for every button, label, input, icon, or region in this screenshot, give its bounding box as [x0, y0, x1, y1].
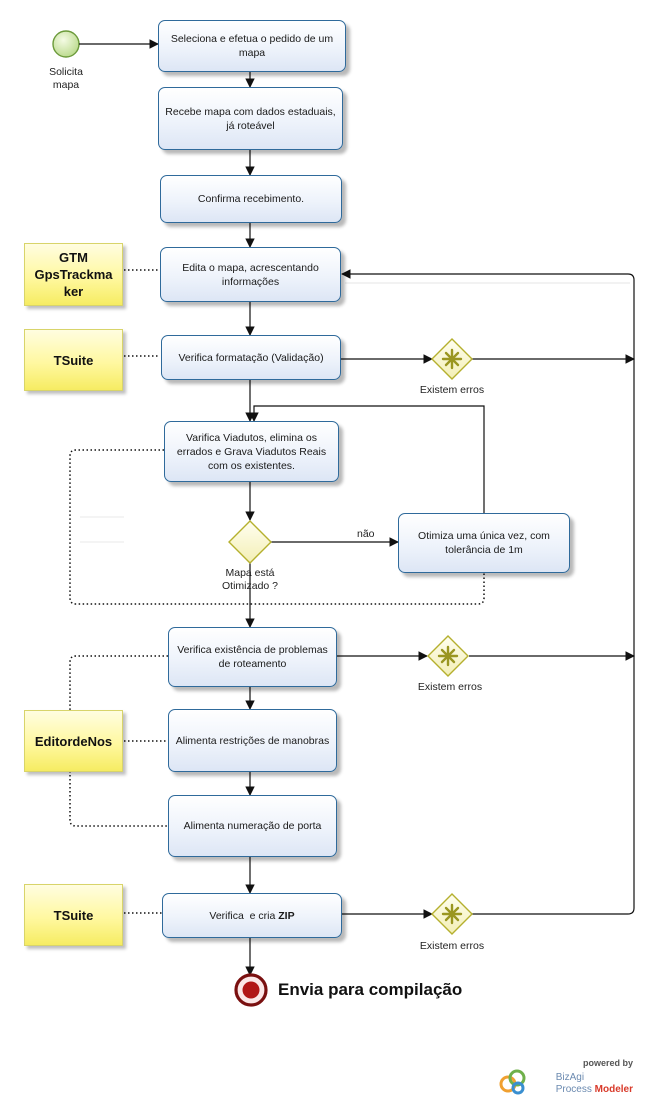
task-door-numbering[interactable]: Alimenta numeração de porta: [168, 795, 337, 857]
task-receive-map[interactable]: Recebe mapa com dados estaduais, já rote…: [158, 87, 343, 150]
assoc-loop-optimize: [69, 449, 485, 605]
gateway-errors-2[interactable]: [427, 635, 469, 677]
flow-no-label: não: [357, 528, 375, 540]
tool-gtm-gpstrackmaker[interactable]: GTM GpsTrackma ker: [24, 243, 123, 306]
task-check-routing[interactable]: Verifica existência de problemas de rote…: [168, 627, 337, 687]
end-event-label: Envia para compilação: [278, 980, 463, 999]
brand-line2b: Modeler: [594, 1084, 633, 1095]
gateway-errors-1-label: Existem erros: [419, 384, 485, 396]
flow-errors-back-t4: [341, 269, 635, 915]
asterisk-icon: [441, 348, 463, 370]
brand-text: BizAgi Process Modeler: [556, 1072, 633, 1096]
task-check-viaducts[interactable]: Varifica Viadutos, elimina os errados e …: [164, 421, 339, 482]
bizagi-logo: powered by BizAgi Process Modeler: [498, 1058, 633, 1102]
task-request-map[interactable]: Seleciona e efetua o pedido de um mapa: [158, 20, 346, 72]
gateway-errors-3[interactable]: [431, 893, 473, 935]
gateway-errors-2-label: Existem erros: [417, 681, 483, 693]
assoc-editor-t8: [69, 655, 168, 712]
gateway-errors-3-label: Existem erros: [419, 940, 485, 952]
powered-by-text: powered by: [582, 1058, 633, 1068]
task-confirm-receipt[interactable]: Confirma recebimento.: [160, 175, 342, 223]
gateway-optimized-label: Mapa está Otimizado ?: [221, 567, 279, 592]
task-verify-create-zip[interactable]: Verifica e cria ZIP: [162, 893, 342, 938]
gateway-errors-1[interactable]: [431, 338, 473, 380]
asterisk-icon: [441, 903, 463, 925]
flow-t7-t6: [249, 405, 485, 513]
brand-line2a: Process: [555, 1084, 595, 1095]
start-event[interactable]: [52, 30, 80, 58]
brand-line1: BizAgi: [555, 1072, 585, 1083]
asterisk-icon: [437, 645, 459, 667]
gateway-optimized[interactable]: [228, 520, 272, 564]
task-check-format[interactable]: Verifica formatação (Validação): [161, 335, 341, 380]
task-maneuver-restrictions[interactable]: Alimenta restrições de manobras: [168, 709, 337, 772]
task-optimize[interactable]: Otimiza uma única vez, com tolerância de…: [398, 513, 570, 573]
assoc-editor-t10: [69, 771, 168, 827]
task-verify-create-zip-text: Verifica e cria: [209, 909, 279, 922]
end-event[interactable]: [234, 973, 268, 1007]
tool-editordenos[interactable]: EditordeNos: [24, 710, 123, 772]
zip-bold-text: ZIP: [278, 909, 295, 922]
tool-tsuite-validation[interactable]: TSuite: [24, 329, 123, 391]
task-edit-map[interactable]: Edita o mapa, acrescentando informações: [160, 247, 341, 302]
tool-tsuite-zip[interactable]: TSuite: [24, 884, 123, 946]
bizagi-mark-icon: [499, 1069, 526, 1095]
start-event-label: Solicita mapa: [49, 66, 83, 91]
